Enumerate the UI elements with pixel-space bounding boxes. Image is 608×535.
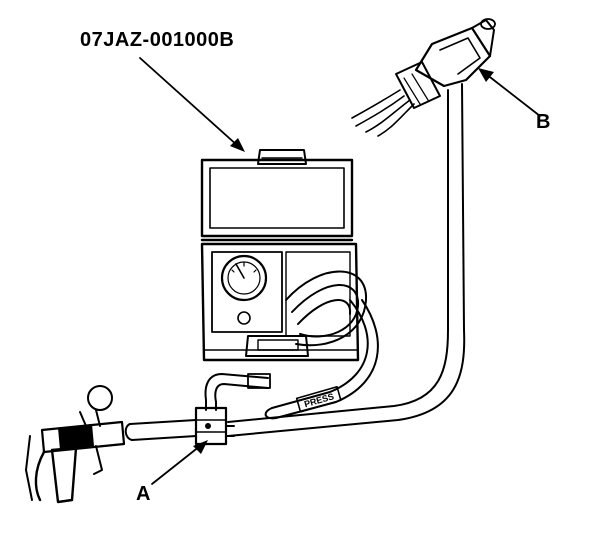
connector-b [351,18,496,137]
leader-a [151,440,208,485]
long-hose [227,83,466,437]
test-hose [204,373,271,411]
callout-label-a: A [136,483,151,505]
leader-part-number [139,57,245,152]
t-fitting-a [194,406,228,446]
vacuum-pump [25,385,126,504]
callout-label-b: B [536,111,551,133]
release-button-icon [237,311,251,325]
tester-case [200,149,360,362]
pump-hose [124,419,235,441]
leader-b [478,68,541,117]
part-number-label: 07JAZ-001000B [80,29,235,51]
pressure-gauge [220,254,268,302]
